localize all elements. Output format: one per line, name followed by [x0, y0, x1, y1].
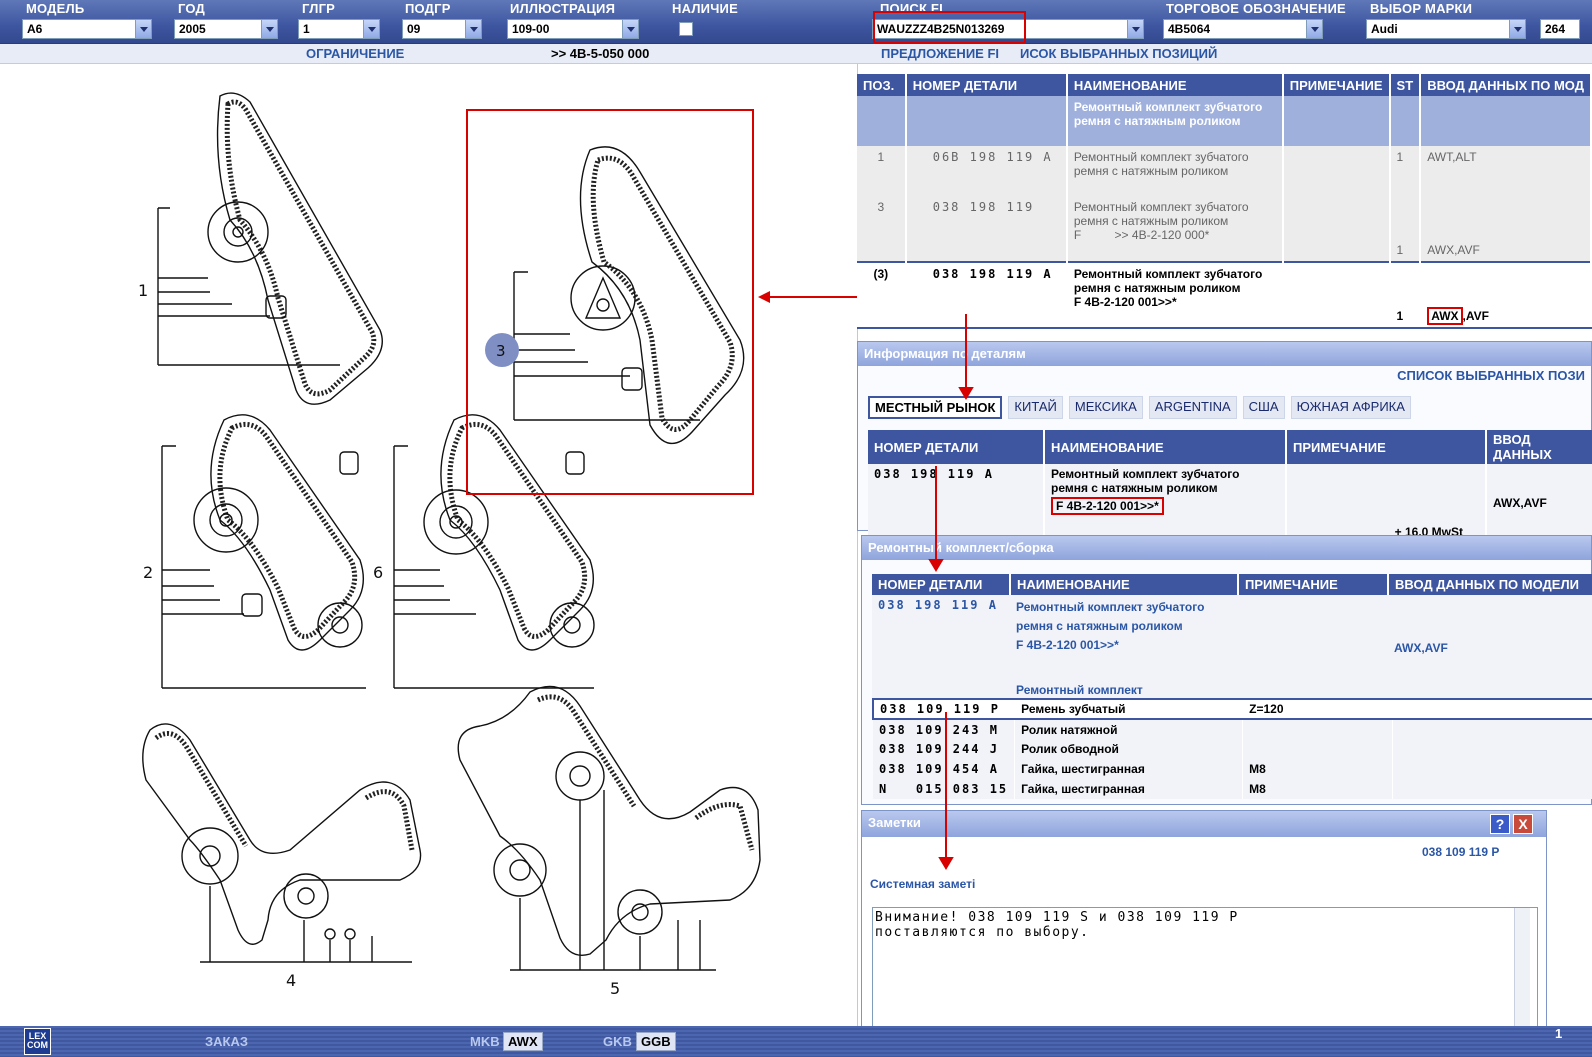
range-highlight: F 4B-2-120 001>>* [1051, 497, 1164, 515]
notes-scrollbar[interactable] [1514, 908, 1530, 1032]
list-item[interactable]: 038 109 244 J Ролик обводной [873, 739, 1592, 759]
chevron-down-icon[interactable] [135, 20, 151, 38]
part-info-panel: Информация по деталям СПИСОК ВЫБРАННЫХ П… [857, 341, 1592, 542]
restriction-label: ОГРАНИЧЕНИЕ [306, 46, 405, 61]
selected-table-row[interactable]: (3) 038 198 119 A Ремонтный комплект зуб… [857, 261, 1592, 329]
repair-kit-table: НОМЕР ДЕТАЛИ НАИМЕНОВАНИЕ ПРИМЕЧАНИЕ ВВО… [872, 574, 1592, 698]
mkb-value: AWX [503, 1032, 543, 1051]
main-group-combo[interactable]: 1 [298, 19, 380, 39]
model-code-highlight: AWX [1427, 307, 1463, 325]
price-note: + 16.0 MwSt [1286, 464, 1487, 542]
note-part-ref: 038 109 119 P [1422, 845, 1500, 859]
tab-south-africa[interactable]: ЮЖНАЯ АФРИКА [1290, 396, 1411, 419]
tab-argentina[interactable]: ARGENTINA [1148, 396, 1237, 419]
diagram-label-5: 5 [610, 979, 620, 998]
diagram-label-1: 1 [138, 281, 148, 300]
chevron-down-icon[interactable] [363, 20, 379, 38]
exploded-parts-diagram: 1 2 4 5 6 3 [0, 64, 858, 1026]
selected-list-link[interactable]: ИСОК ВЫБРАННЫХ ПОЗИЦИЙ [1020, 46, 1218, 61]
list-item[interactable]: N 015 083 15 Гайка, шестигранная M8 [873, 779, 1592, 799]
callout-number: 3 [496, 342, 506, 360]
col-note[interactable]: ПРИМЕЧАНИЕ [1282, 74, 1391, 96]
trade-designation-combo[interactable]: 4B5064 [1163, 19, 1323, 39]
lexcom-logo: LEX COM [24, 1028, 51, 1055]
chevron-down-icon[interactable] [622, 20, 638, 38]
chevron-down-icon[interactable] [1127, 20, 1143, 38]
tab-usa[interactable]: США [1242, 396, 1285, 419]
sub-group-combo[interactable]: 09 [402, 19, 482, 39]
list-item[interactable]: 038 109 243 M Ролик натяжной [873, 719, 1592, 739]
diagram-label-4: 4 [286, 971, 296, 990]
parts-table: ПОЗ. НОМЕР ДЕТАЛИ НАИМЕНОВАНИЕ ПРИМЕЧАНИ… [857, 74, 1592, 329]
order-button[interactable]: ЗАКАЗ [205, 1034, 248, 1049]
header-row-name: Ремонтный комплект зубчатого ремня с нат… [1066, 96, 1284, 146]
col-pos[interactable]: ПОЗ. [857, 74, 907, 96]
arrow-head-icon [758, 291, 770, 303]
sub-group-label: ПОДГР [405, 1, 451, 16]
tab-mexico[interactable]: МЕКСИКА [1068, 396, 1143, 419]
help-button[interactable]: ? [1490, 814, 1510, 834]
page-number: 264 [1540, 19, 1580, 39]
chevron-down-icon[interactable] [1509, 20, 1525, 38]
model-label: МОДЕЛЬ [26, 1, 85, 16]
diagram-svg: 1 2 4 5 6 3 [138, 92, 858, 998]
list-item[interactable]: 038 109 454 A Гайка, шестигранная M8 [873, 759, 1592, 779]
table-row[interactable]: 3 038 198 119 Ремонтный комплект зубчато… [857, 196, 1592, 262]
table-row[interactable]: 038 198 119 A Ремонтный комплект зубчато… [868, 464, 1592, 542]
diagram-label-6: 6 [373, 563, 383, 582]
model-combo[interactable]: A6 [22, 19, 152, 39]
system-note-label: Системная заметі [870, 877, 976, 891]
sub-bar: ОГРАНИЧЕНИЕ >> 4B-5-050 000 ПРЕДЛОЖЕНИЕ … [0, 44, 1592, 64]
col-model-data[interactable]: ВВОД ДАННЫХ ПО МОД [1420, 74, 1592, 96]
fi-offer-link[interactable]: ПРЕДЛОЖЕНИЕ FI [881, 46, 999, 61]
selection-highlight-box [466, 109, 754, 495]
table-row: Ремонтный комплект [872, 658, 1592, 698]
col-part-number[interactable]: НОМЕР ДЕТАЛИ [905, 74, 1068, 96]
col-name[interactable]: НАИМЕНОВАНИЕ [1066, 74, 1284, 96]
table-row[interactable]: 1 06B 198 119 A Ремонтный комплект зубча… [857, 146, 1592, 196]
selected-list-link[interactable]: СПИСОК ВЫБРАННЫХ ПОЗИ [1397, 368, 1585, 383]
selected-kit-item[interactable]: 038 109 119 P Ремень зубчатый Z=120 [873, 699, 1592, 719]
search-highlight-box [873, 11, 1026, 44]
mkb-label: MKB [470, 1034, 500, 1049]
status-right-digit: 1 [1555, 1026, 1563, 1041]
illustration-label: ИЛЛЮСТРАЦИЯ [510, 1, 616, 16]
market-tabs: МЕСТНЫЙ РЫНОК КИТАЙ МЕКСИКА ARGENTINA СШ… [868, 396, 1411, 419]
note-text-area[interactable]: Внимание! 038 109 119 S и 038 109 119 P … [872, 907, 1538, 1033]
repair-kit-title: Ремонтный комплект/сборка [862, 536, 1591, 560]
trade-designation-label: ТОРГОВОЕ ОБОЗНАЧЕНИЕ [1166, 1, 1346, 16]
chevron-down-icon[interactable] [261, 20, 277, 38]
top-filter-bar: МОДЕЛЬ A6 ГОД 2005 ГЛГР 1 ПОДГР 09 ИЛЛЮС… [0, 0, 1592, 44]
part-info-table: НОМЕР ДЕТАЛИ НАИМЕНОВАНИЕ ПРИМЕЧАНИЕ ВВО… [868, 430, 1592, 542]
brand-combo[interactable]: Audi [1366, 19, 1526, 39]
chevron-down-icon[interactable] [465, 20, 481, 38]
chevron-down-icon[interactable] [1306, 20, 1322, 38]
illustration-combo[interactable]: 109-00 [507, 19, 639, 39]
tab-china[interactable]: КИТАЙ [1008, 396, 1063, 419]
brand-label: ВЫБОР МАРКИ [1370, 1, 1473, 16]
part-info-title: Информация по деталям [858, 342, 1591, 366]
gkb-label: GKB [603, 1034, 632, 1049]
fi-search-input[interactable]: WAUZZZ4B25N013269 [872, 19, 1144, 39]
diagram-label-2: 2 [143, 563, 153, 582]
main-group-label: ГЛГР [302, 1, 336, 16]
col-st[interactable]: ST [1389, 74, 1422, 96]
callout-marker[interactable] [485, 333, 519, 367]
repair-kit-items: 038 109 119 P Ремень зубчатый Z=120 038 … [872, 698, 1592, 799]
close-button[interactable]: X [1513, 814, 1533, 834]
table-header-row: Ремонтный комплект зубчатого ремня с нат… [857, 96, 1592, 146]
table-row[interactable]: 038 198 119 A Ремонтный комплект зубчато… [872, 595, 1592, 658]
notes-title: Заметки [862, 811, 1546, 837]
status-bar: ЗАКАЗ MKB AWX GKB GGB 1 [0, 1026, 1592, 1057]
year-combo[interactable]: 2005 [174, 19, 278, 39]
restriction-value: >> 4B-5-050 000 [551, 46, 650, 61]
availability-checkbox[interactable] [679, 22, 693, 36]
repair-kit-panel: Ремонтный комплект/сборка НОМЕР ДЕТАЛИ Н… [861, 535, 1592, 805]
notes-panel: Заметки ? X 038 109 119 P Системная заме… [861, 810, 1547, 1057]
tab-local-market[interactable]: МЕСТНЫЙ РЫНОК [868, 396, 1003, 419]
availability-label: НАЛИЧИЕ [672, 1, 738, 16]
year-label: ГОД [178, 1, 205, 16]
gkb-value: GGB [636, 1032, 676, 1051]
